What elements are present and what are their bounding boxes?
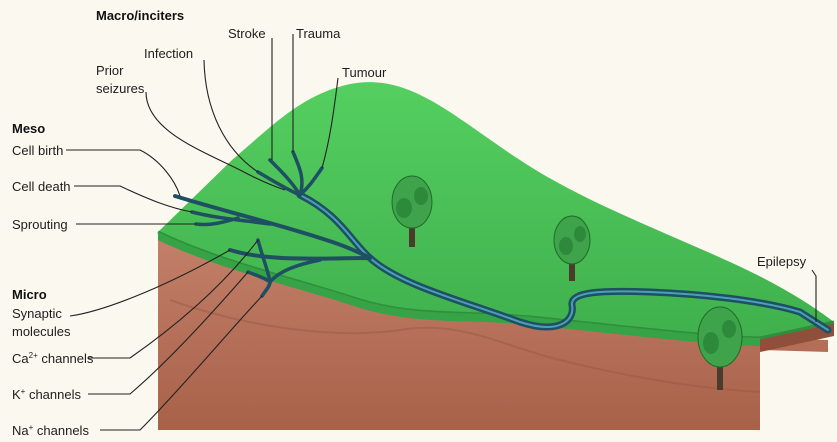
label-stroke: Stroke [228,26,266,41]
heading-meso: Meso [12,121,45,136]
label-prior: Prior [96,63,124,78]
label-cell-death: Cell death [12,179,71,194]
label-ca-channels: Ca2+ channels [12,351,94,366]
label-na-channels: Na+ channels [12,423,89,438]
label-molecules: molecules [12,324,71,339]
label-epilepsy: Epilepsy [757,254,807,269]
label-sprouting: Sprouting [12,217,68,232]
label-trauma: Trauma [296,26,341,41]
label-synaptic: Synaptic [12,306,62,321]
label-seizures: seizures [96,81,145,96]
heading-micro: Micro [12,287,47,302]
label-tumour: Tumour [342,65,387,80]
label-infection: Infection [144,46,193,61]
label-cell-birth: Cell birth [12,143,63,158]
heading-macro: Macro/inciters [96,8,184,23]
label-k-channels: K+ channels [12,387,81,402]
